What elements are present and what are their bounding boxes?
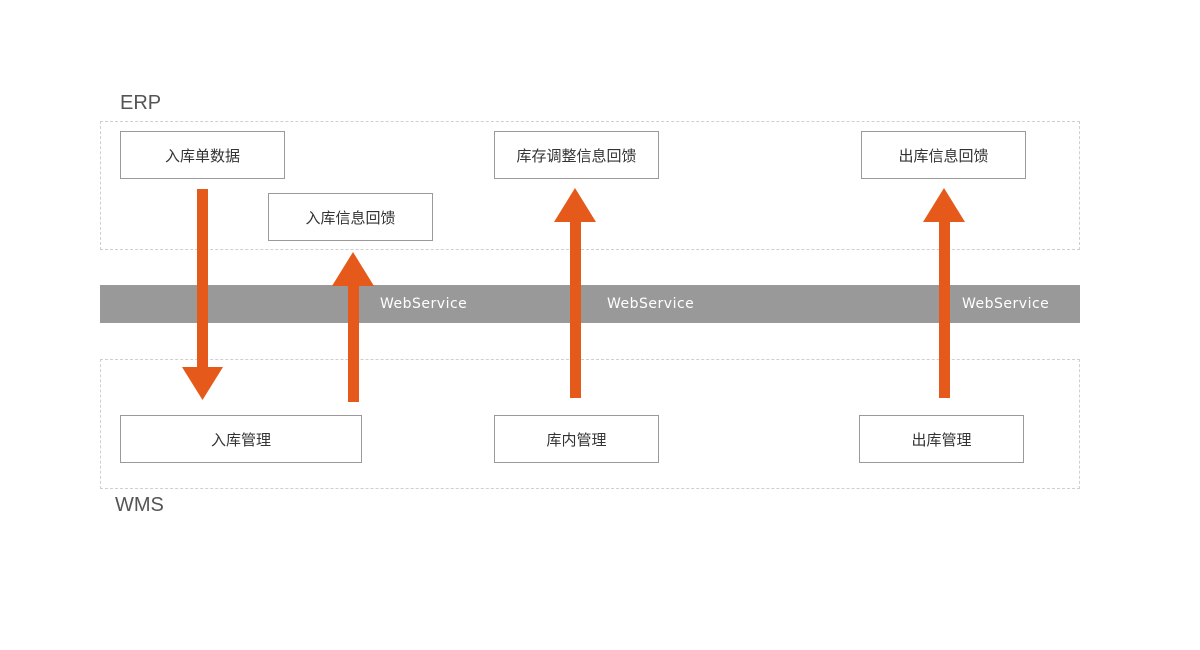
inbound-management-node: 入库管理	[120, 415, 362, 463]
erp-zone-label: ERP	[120, 92, 162, 114]
arrow-up-stock-adjust	[554, 188, 596, 398]
arrow-down-inbound-order	[182, 189, 223, 400]
inbound-order-data-node: 入库单数据	[120, 131, 285, 179]
stock-adjust-feedback-node: 库存调整信息回馈	[494, 131, 659, 179]
wms-zone-label: WMS	[115, 494, 164, 516]
erp-zone	[100, 121, 1080, 250]
arrow-up-inbound-feedback	[332, 252, 374, 402]
webservice-label-1: WebService	[380, 296, 468, 312]
webservice-label-3: WebService	[962, 296, 1050, 312]
outbound-feedback-node: 出库信息回馈	[861, 131, 1026, 179]
arrow-up-outbound-feedback	[923, 188, 965, 398]
outbound-management-node: 出库管理	[859, 415, 1024, 463]
inbound-feedback-node: 入库信息回馈	[268, 193, 433, 241]
wms-zone	[100, 359, 1080, 489]
webservice-label-2: WebService	[607, 296, 695, 312]
warehouse-management-node: 库内管理	[494, 415, 659, 463]
webservice-bus	[100, 285, 1080, 323]
